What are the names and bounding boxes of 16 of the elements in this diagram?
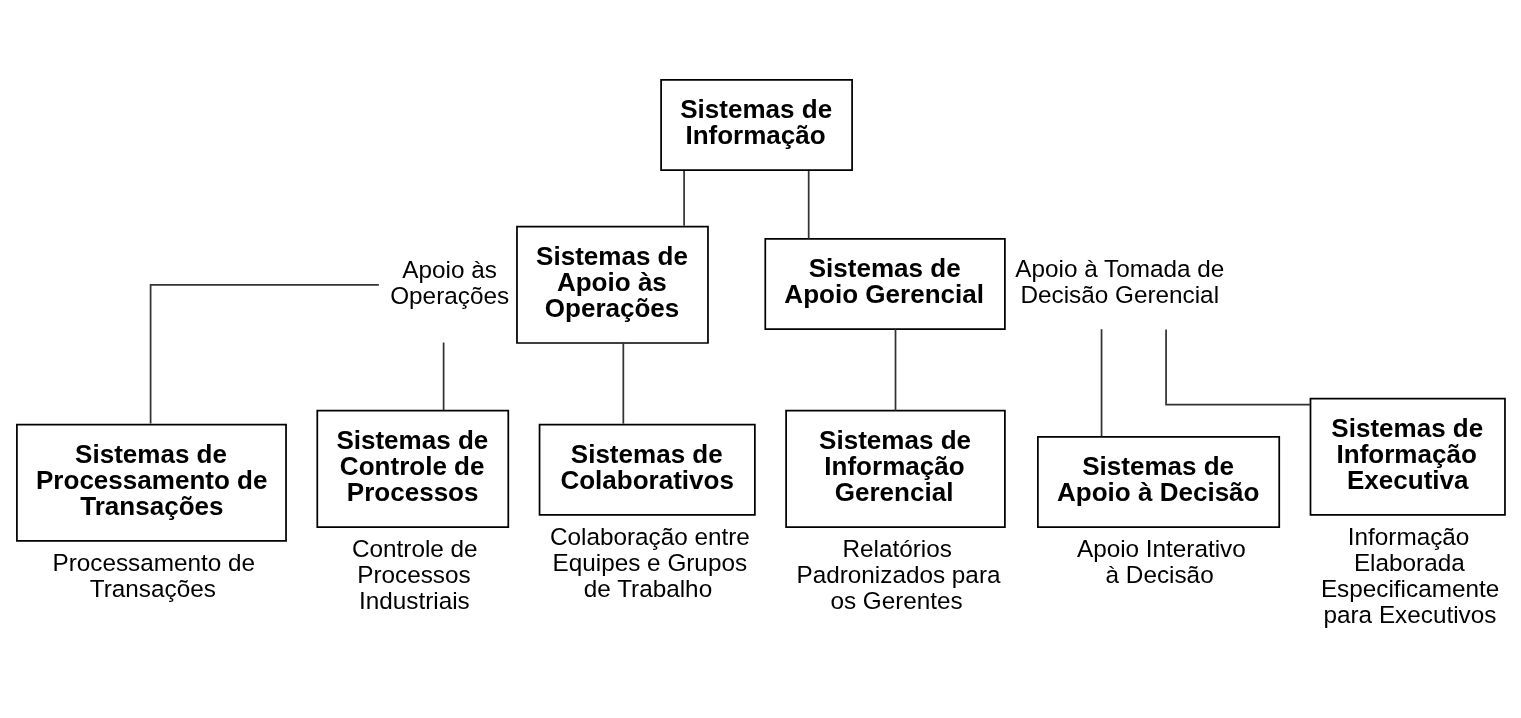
connector bbox=[894, 327, 897, 411]
connector bbox=[807, 169, 810, 240]
node-label: Apoio às Operações bbox=[390, 255, 510, 309]
node-label: Colaboração entre Equipes e Grupos de Trabalho bbox=[549, 522, 750, 602]
node-label: Controle de Processos Industriais bbox=[352, 534, 478, 614]
connector bbox=[1100, 327, 1103, 437]
connector bbox=[442, 341, 445, 411]
node-label: Relatórios Padronizados para os Gerentes bbox=[796, 534, 1001, 614]
connector bbox=[149, 283, 380, 424]
node-label: Informação Elaborada Especificamente para Executivos bbox=[1320, 522, 1500, 628]
connector bbox=[683, 169, 685, 227]
node-label: Apoio à Tomada de Decisão Gerencial bbox=[1015, 254, 1225, 308]
node-label: Processamento de Transações bbox=[52, 548, 256, 602]
connector bbox=[622, 341, 625, 425]
connector bbox=[1165, 328, 1311, 405]
node-label: Apoio Interativo à Decisão bbox=[1076, 534, 1246, 588]
